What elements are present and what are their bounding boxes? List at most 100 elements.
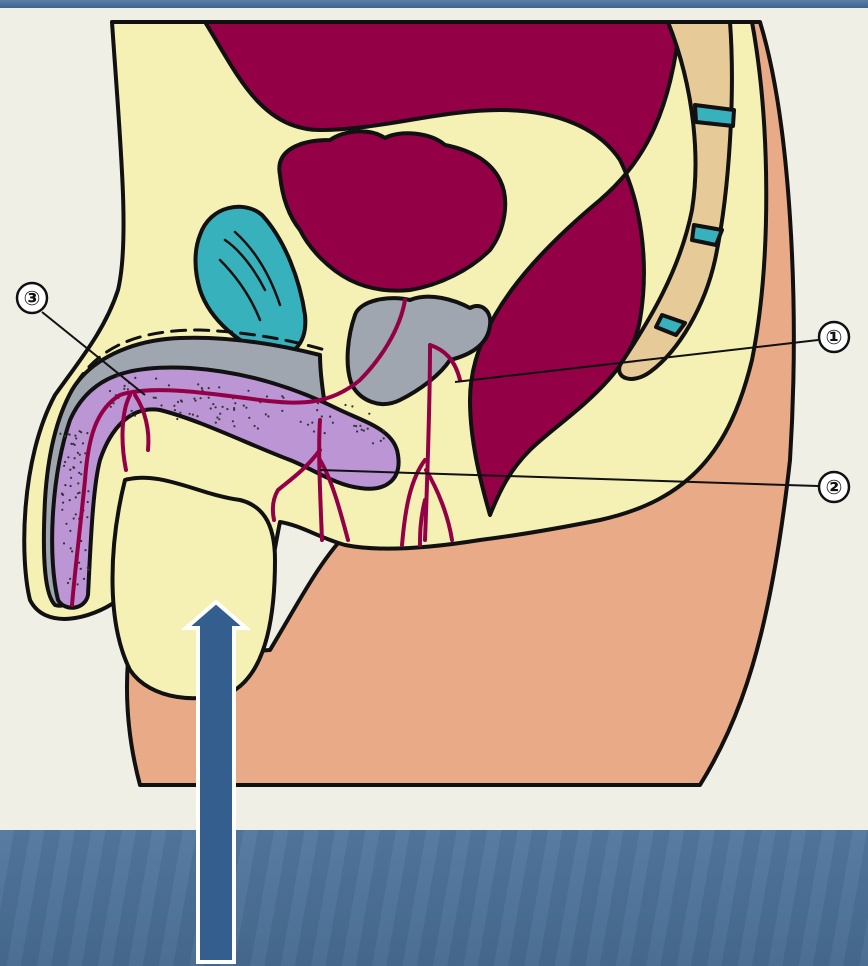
marker-3: ③ xyxy=(17,283,47,313)
stipple-dot xyxy=(73,467,75,469)
stipple-dot xyxy=(78,562,80,564)
stipple-dot xyxy=(80,568,82,570)
stipple-dot xyxy=(222,406,224,408)
stipple-dot xyxy=(281,410,283,412)
stipple-dot xyxy=(87,501,89,503)
scrotum xyxy=(113,478,276,699)
stipple-dot xyxy=(75,437,77,439)
stipple-dot xyxy=(197,383,199,385)
stipple-dot xyxy=(281,395,283,397)
stipple-dot xyxy=(266,395,268,397)
stipple-dot xyxy=(69,578,71,580)
stipple-dot xyxy=(208,387,210,389)
stipple-dot xyxy=(131,410,133,412)
stipple-dot xyxy=(63,542,65,544)
stipple-dot xyxy=(359,425,361,427)
stipple-dot xyxy=(61,493,63,495)
stipple-dot xyxy=(64,484,66,486)
stipple-dot xyxy=(233,409,235,411)
stipple-dot xyxy=(73,517,75,519)
stipple-dot xyxy=(353,425,355,427)
stipple-dot xyxy=(193,398,195,400)
stipple-dot xyxy=(77,452,79,454)
stipple-dot xyxy=(78,472,80,474)
stipple-dot xyxy=(218,386,220,388)
stipple-dot xyxy=(69,530,71,532)
stipple-dot xyxy=(361,429,363,431)
stipple-dot xyxy=(130,413,132,415)
stipple-dot xyxy=(245,407,247,409)
stipple-dot xyxy=(82,442,84,444)
stipple-dot xyxy=(70,485,72,487)
stipple-dot xyxy=(218,418,220,420)
stipple-dot xyxy=(232,420,234,422)
stipple-dot xyxy=(351,405,353,407)
stipple-dot xyxy=(160,404,162,406)
stipple-dot xyxy=(153,397,155,399)
stipple-dot xyxy=(383,430,385,432)
stipple-dot xyxy=(324,432,326,434)
stipple-dot xyxy=(243,405,245,407)
stipple-dot xyxy=(77,492,79,494)
svg-text:①: ① xyxy=(826,325,843,349)
svg-text:②: ② xyxy=(826,475,843,499)
stipple-dot xyxy=(110,406,112,408)
stipple-dot xyxy=(80,473,82,475)
stipple-dot xyxy=(74,457,76,459)
stipple-dot xyxy=(174,409,176,411)
stipple-dot xyxy=(215,422,217,424)
stipple-dot xyxy=(59,433,61,435)
stipple-dot xyxy=(321,415,323,417)
stipple-dot xyxy=(64,461,66,463)
stipple-dot xyxy=(300,421,302,423)
stipple-dot xyxy=(65,523,67,525)
stipple-dot xyxy=(219,413,221,415)
stipple-dot xyxy=(134,377,136,379)
stipple-dot xyxy=(216,416,218,418)
stipple-dot xyxy=(356,430,358,432)
stipple-dot xyxy=(226,408,228,410)
stipple-dot xyxy=(380,440,382,442)
stipple-dot xyxy=(77,482,79,484)
stipple-dot xyxy=(67,582,69,584)
stipple-dot xyxy=(189,413,191,415)
marker-1: ① xyxy=(819,322,849,352)
stipple-dot xyxy=(311,422,313,424)
stipple-dot xyxy=(87,490,89,492)
stipple-dot xyxy=(192,414,194,416)
stipple-dot xyxy=(383,437,385,439)
stipple-dot xyxy=(123,388,125,390)
stipple-dot xyxy=(70,477,72,479)
stipple-dot xyxy=(69,469,71,471)
stipple-dot xyxy=(344,404,346,406)
intervertebral-disc-2 xyxy=(692,225,722,245)
stipple-dot xyxy=(83,578,85,580)
stipple-dot xyxy=(254,425,256,427)
stipple-dot xyxy=(368,413,370,415)
stipple-dot xyxy=(210,407,212,409)
stipple-dot xyxy=(179,412,181,414)
stipple-dot xyxy=(71,550,73,552)
stipple-dot xyxy=(74,435,76,437)
stipple-dot xyxy=(367,428,369,430)
stipple-dot xyxy=(127,388,129,390)
marker-2: ② xyxy=(819,472,849,502)
stipple-dot xyxy=(75,496,77,498)
stipple-dot xyxy=(194,400,196,402)
stipple-dot xyxy=(86,432,88,434)
stipple-dot xyxy=(64,435,66,437)
stipple-dot xyxy=(75,513,77,515)
stipple-dot xyxy=(332,422,334,424)
stipple-dot xyxy=(363,430,365,432)
stipple-dot xyxy=(69,499,71,501)
stipple-dot xyxy=(84,549,86,551)
stipple-dot xyxy=(117,375,119,377)
stipple-dot xyxy=(176,418,178,420)
stipple-dot xyxy=(69,434,71,436)
stipple-dot xyxy=(180,399,182,401)
stipple-dot xyxy=(234,402,236,404)
stipple-dot xyxy=(247,390,249,392)
stipple-dot xyxy=(208,397,210,399)
stipple-dot xyxy=(248,417,250,419)
